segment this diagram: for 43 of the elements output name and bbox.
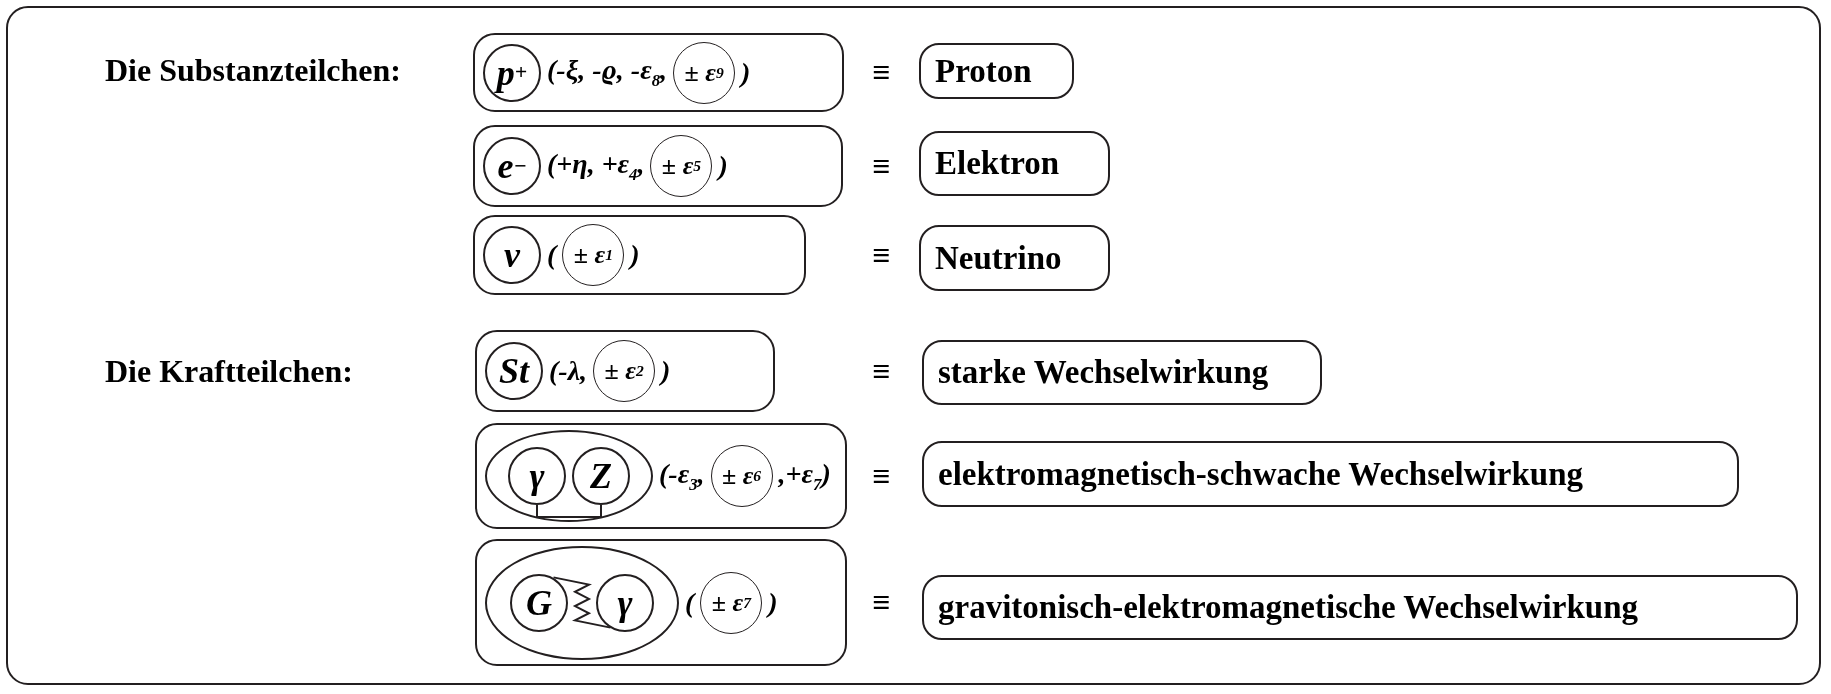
particle-circle: γ	[508, 447, 566, 505]
particle-circle: p$^{+}$	[483, 43, 541, 102]
heading-text: Die Kraftteilchen:	[105, 352, 353, 390]
symbol-box	[475, 539, 847, 666]
particle-circle: G	[510, 573, 568, 632]
formula-text: )	[718, 150, 728, 182]
equivalence-sign: ≡	[872, 236, 891, 274]
formula-text: (-λ,	[549, 355, 588, 387]
formula-text: (-ξ, -ϱ, -ε$_{8}$,	[547, 54, 668, 91]
symbol-box	[473, 125, 843, 207]
heading-text: Die Substanzteilchen:	[105, 51, 401, 89]
formula-text: )	[630, 239, 640, 271]
particle-circle: St	[485, 342, 543, 400]
symbol-box	[475, 330, 775, 412]
term-box: gravitonisch-elektromagnetische Wechselwirkung	[922, 575, 1798, 640]
formula-text: )	[741, 56, 751, 89]
formula-text: (+η, +ε$_{4}$,	[547, 147, 645, 185]
equivalence-sign: ≡	[872, 352, 891, 390]
equivalence-sign: ≡	[872, 147, 891, 185]
term-box: Proton	[919, 43, 1074, 99]
term-box: Elektron	[919, 131, 1110, 196]
formula-text: )	[661, 355, 671, 387]
formula-text: ,+ε$_{7}$)	[778, 457, 831, 495]
formula-text: (	[547, 239, 557, 271]
term-box: Neutrino	[919, 225, 1110, 291]
term-box: elektromagnetisch-schwache Wechselwirkung	[922, 441, 1739, 507]
particle-circle: γ	[596, 573, 654, 632]
equivalence-sign: ≡	[872, 53, 891, 91]
symbol-box	[473, 215, 806, 295]
formula-text: (-ε$_{3}$,	[659, 457, 705, 495]
term-box: starke Wechselwirkung	[922, 340, 1322, 405]
particle-circle: Z	[572, 447, 630, 505]
equivalence-sign: ≡	[872, 457, 891, 495]
formula-text: )	[768, 586, 778, 619]
group-ellipse	[485, 430, 653, 522]
formula-text: (	[685, 586, 695, 619]
symbol-box	[475, 423, 847, 529]
equivalence-sign: ≡	[872, 583, 891, 621]
particle-circle: ν	[483, 226, 541, 284]
symbol-box	[473, 33, 844, 112]
group-ellipse	[485, 545, 679, 660]
connector-line	[536, 504, 602, 518]
particle-circle: e$^{−}$	[483, 137, 541, 195]
